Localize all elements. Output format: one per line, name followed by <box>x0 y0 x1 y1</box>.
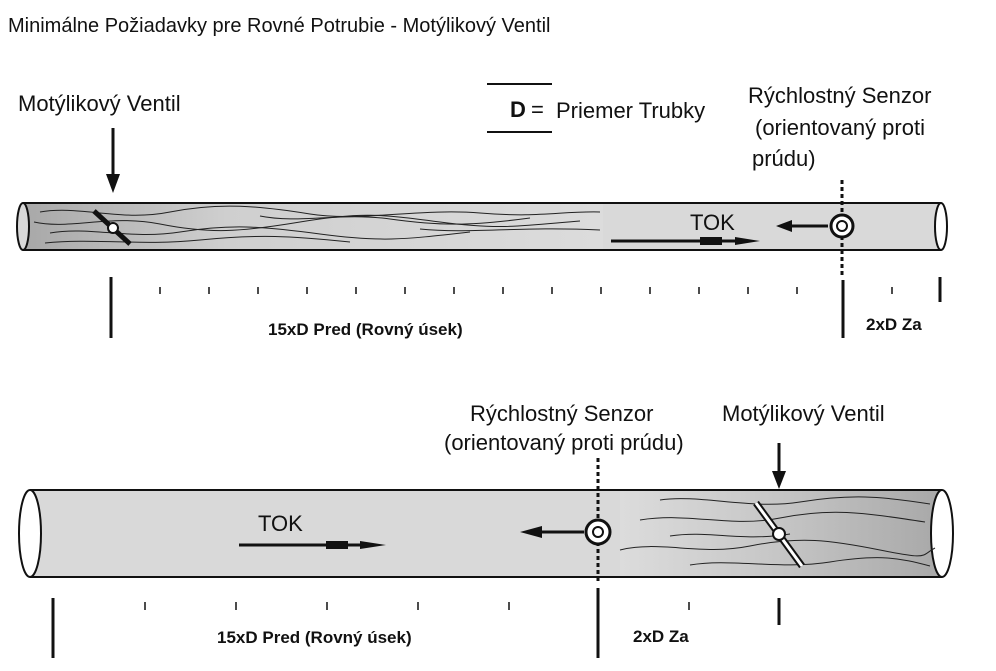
flow-arrow-icon <box>611 237 760 245</box>
valve-label-1: Motýlikový Ventil <box>18 91 181 116</box>
sensor-label-1-line-3: prúdu) <box>752 146 816 171</box>
butterfly-valve-icon <box>753 500 805 569</box>
flow-label-2: TOK <box>258 511 303 536</box>
diagram-1: Motýlikový Ventil Rýchlostný Senzor (ori… <box>16 83 948 339</box>
down-arrow-icon <box>772 443 786 489</box>
legend-equals: = <box>531 97 544 122</box>
velocity-sensor-icon <box>520 458 612 584</box>
sensor-label-2-line-1: Rýchlostný Senzor <box>470 401 653 426</box>
pipe-1: TOK <box>16 180 948 276</box>
flow-label-1: TOK <box>690 210 735 235</box>
butterfly-valve-icon <box>92 209 132 246</box>
sensor-label-1-line-1: Rýchlostný Senzor <box>748 83 931 108</box>
velocity-sensor-icon <box>776 180 855 276</box>
upstream-span-label-2: 15xD Pred (Rovný úsek) <box>217 628 412 647</box>
flow-arrow-icon <box>239 541 386 549</box>
pipe-2: TOK <box>18 458 954 584</box>
page-title: Minimálne Požiadavky pre Rovné Potrubie … <box>8 15 550 37</box>
down-arrow-icon <box>106 128 120 193</box>
dimension-markers-1 <box>109 277 942 338</box>
sensor-label-1-line-2: (orientovaný proti <box>755 115 925 140</box>
sensor-label-2-line-2: (orientovaný proti prúdu) <box>444 430 684 455</box>
downstream-span-label-2: 2xD Za <box>633 627 689 646</box>
turbulence-lines-2 <box>619 496 936 567</box>
diagram-2: Rýchlostný Senzor (orientovaný proti prú… <box>18 401 954 658</box>
dimension-markers-2 <box>51 588 781 658</box>
valve-label-2: Motýlikový Ventil <box>722 401 885 426</box>
upstream-span-label-1: 15xD Pred (Rovný úsek) <box>268 320 463 339</box>
downstream-span-label-1: 2xD Za <box>866 315 922 334</box>
legend-symbol: D <box>510 97 526 122</box>
legend-meaning: Priemer Trubky <box>556 98 705 123</box>
diameter-legend: D = Priemer Trubky <box>487 83 705 133</box>
